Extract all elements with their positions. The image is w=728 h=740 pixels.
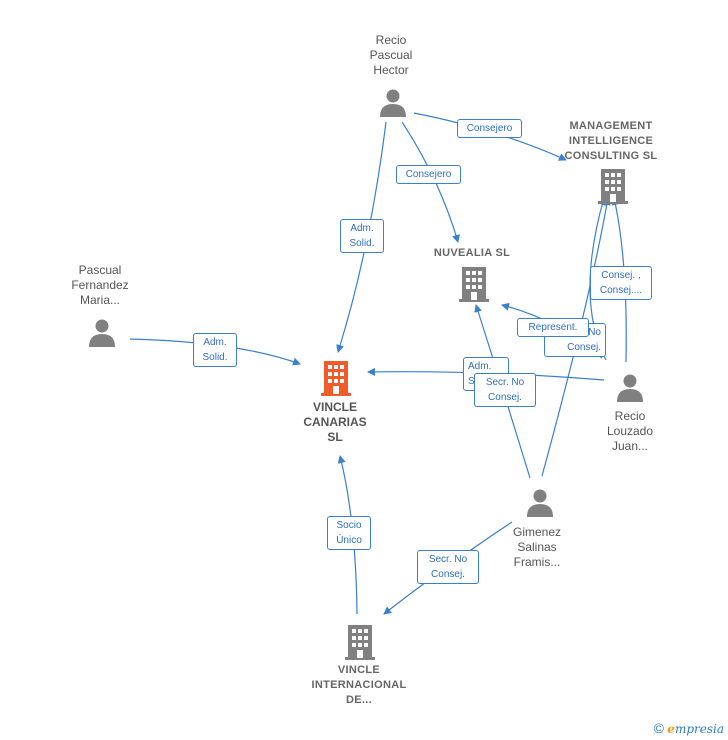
node-nuvealia[interactable]: NUVEALIA SL	[414, 246, 530, 261]
edge-label-consej-consej[interactable]: Consej. , Consej....	[590, 266, 652, 300]
building-icon	[345, 625, 375, 660]
edge-label-line: Consej....	[599, 285, 643, 296]
node-vincle-internacional[interactable]: VINCLE INTERNACIONAL DE...	[303, 663, 415, 708]
node-label-line: Salinas	[517, 540, 557, 554]
node-vincle-canarias[interactable]: VINCLE CANARIAS SL	[290, 400, 380, 445]
edge-label-line: Solid.	[349, 238, 375, 249]
edge-label-consejero[interactable]: Consejero	[396, 165, 461, 184]
node-label-line: Framis...	[513, 555, 561, 569]
edge-label-line: Único	[336, 535, 362, 546]
edge-label-line: Secr. No	[485, 377, 525, 388]
node-label-line: Hector	[373, 63, 409, 77]
node-label-line: MANAGEMENT	[569, 120, 653, 132]
edge-label-line: Socio	[336, 520, 362, 531]
edge-label-adm-solid[interactable]: Adm. Solid.	[193, 333, 237, 367]
brand-initial: e	[667, 722, 675, 736]
edge-label-socio-unico[interactable]: Socio Único	[327, 516, 371, 550]
node-label-line: Fernandez	[71, 278, 129, 292]
node-label-line: CANARIAS	[303, 415, 367, 429]
edge-label-consejero[interactable]: Consejero	[457, 119, 522, 138]
node-label-line: Juan...	[611, 439, 649, 453]
edge-label-line: Adm.	[350, 223, 374, 234]
node-label-line: Recio	[375, 33, 407, 47]
node-label-line: SL	[327, 430, 343, 444]
building-icon	[598, 169, 628, 204]
edge-label-line: Consej.	[431, 569, 465, 580]
node-management-intelligence[interactable]: MANAGEMENT INTELLIGENCE CONSULTING SL	[552, 119, 670, 164]
node-recio-louzado-juan[interactable]: Recio Louzado Juan...	[580, 409, 680, 454]
empresia-logo[interactable]: © empresia	[654, 720, 724, 736]
node-label-line: Gimenez	[512, 525, 562, 539]
edge-label-line: Represent.	[528, 322, 578, 333]
edge-label-line: Consejero	[466, 123, 513, 134]
node-label-line: Pascual	[78, 263, 122, 277]
edge-label-adm-solid[interactable]: Adm. Solid.	[340, 219, 384, 253]
edge-label-line: Consej.	[567, 342, 601, 353]
node-recio-pascual-hector[interactable]: Recio Pascual Hector	[343, 33, 439, 78]
edge-label-line: S	[468, 376, 475, 387]
node-label-line: Louzado	[606, 424, 654, 438]
node-label-line: VINCLE	[337, 664, 381, 676]
node-pascual-fernandez-maria[interactable]: Pascual Fernandez Maria...	[50, 263, 150, 308]
node-label-line: Recio	[614, 409, 646, 423]
node-label-line: Maria...	[79, 293, 120, 307]
edge-label-line: No	[588, 327, 601, 338]
edge-label-secr-no-consej[interactable]: Secr. No Consej.	[474, 373, 536, 407]
node-label-line: INTERNACIONAL	[311, 679, 407, 691]
node-label-line: DE...	[346, 694, 372, 706]
edge-label-line: Adm.	[468, 361, 492, 372]
person-icon	[617, 374, 643, 402]
node-label-line: NUVEALIA SL	[433, 247, 511, 259]
edge-label-represent[interactable]: Represent.	[517, 318, 589, 337]
edge-label-line: Consej.	[488, 392, 522, 403]
copyright-symbol: ©	[653, 720, 664, 736]
person-icon	[380, 89, 406, 117]
edge-label-line: Solid.	[202, 352, 228, 363]
node-label-line: Pascual	[369, 48, 413, 62]
person-icon	[89, 319, 115, 347]
node-label-line: VINCLE	[312, 400, 357, 414]
edge-label-line: Consejero	[405, 169, 452, 180]
brand-name: mpresia	[674, 722, 724, 736]
edge-label-line: Adm.	[203, 337, 227, 348]
building-icon-focal	[321, 361, 351, 396]
node-gimenez-salinas-framis[interactable]: Gimenez Salinas Framis...	[487, 525, 587, 570]
edge-label-secr-no-consej[interactable]: Secr. No Consej.	[417, 550, 479, 584]
person-icon	[527, 489, 553, 517]
edge-label-line: Consej. ,	[601, 270, 641, 281]
edge-label-line: Secr. No	[428, 554, 468, 565]
building-icon	[459, 267, 489, 302]
node-label-line: CONSULTING SL	[564, 150, 658, 162]
node-label-line: INTELLIGENCE	[568, 135, 654, 147]
